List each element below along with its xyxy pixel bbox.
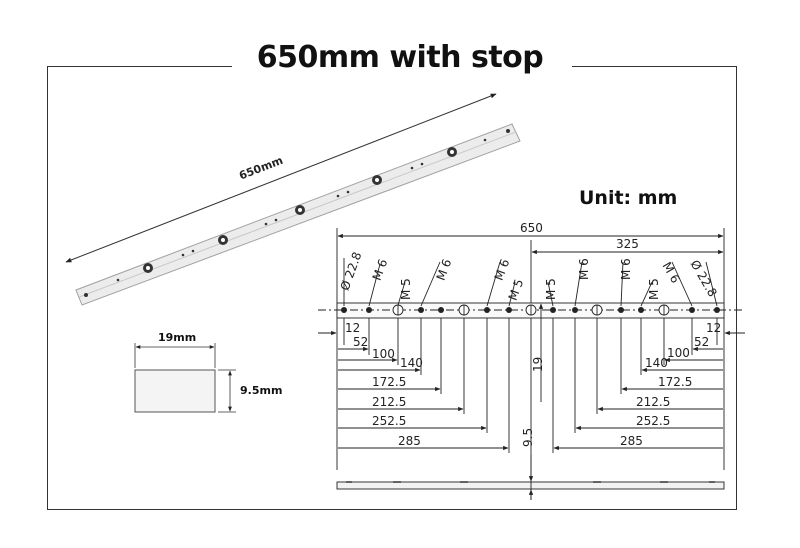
dim-depth: 19 xyxy=(531,357,545,372)
dim-m5-3: M 5 xyxy=(544,278,558,300)
dim-m6-5: M 6 xyxy=(619,258,633,280)
dim-half: 325 xyxy=(616,237,639,251)
dim-52-left: 52 xyxy=(353,335,368,349)
dim-m6-3: M 6 xyxy=(492,257,513,282)
page-title: 650mm with stop xyxy=(256,40,544,75)
dim-m5-1: M 5 xyxy=(399,278,413,300)
top-view-drawing xyxy=(318,228,745,500)
dim-m5-4: M 5 xyxy=(647,278,661,300)
dim-left-2: 172.5 xyxy=(372,375,406,389)
dim-end-left: 12 xyxy=(345,321,360,335)
cross-section xyxy=(134,343,236,413)
rail-photo: 650mm xyxy=(65,93,521,306)
dim-thickness: 9.5 xyxy=(521,428,535,447)
rail-holes xyxy=(84,129,510,297)
dim-52-right: 52 xyxy=(694,335,709,349)
cross-section-width-label: 19mm xyxy=(158,331,197,344)
dim-left-3: 212.5 xyxy=(372,395,406,409)
photo-length-label: 650mm xyxy=(237,154,285,183)
dim-left-5: 285 xyxy=(398,434,421,448)
dim-right-1: 100 xyxy=(667,346,690,360)
dim-m6-2: M 6 xyxy=(434,257,455,282)
dim-m6-6: M 6 xyxy=(660,260,683,286)
dim-end-right: 12 xyxy=(706,321,721,335)
dim-left-4: 252.5 xyxy=(372,414,406,428)
dim-m5-2: M 5 xyxy=(506,277,527,302)
dim-right-4: 252.5 xyxy=(636,414,670,428)
dim-m6-1: M 6 xyxy=(370,257,391,282)
dim-diam-left: Ø 22.8 xyxy=(338,250,365,292)
cross-section-height-label: 9.5mm xyxy=(240,384,283,397)
unit-label: Unit: mm xyxy=(579,187,678,209)
drawing-frame xyxy=(47,66,737,510)
dim-right-0: 140 xyxy=(645,356,668,370)
dim-left-0: 100 xyxy=(372,347,395,361)
dim-right-3: 212.5 xyxy=(636,395,670,409)
frame-top-left-rule xyxy=(47,66,232,67)
dim-m6-4: M 6 xyxy=(577,258,591,280)
dim-right-5: 285 xyxy=(620,434,643,448)
dim-diam-right: Ø 22.8 xyxy=(688,258,720,300)
dim-right-2: 172.5 xyxy=(658,375,692,389)
dim-left-1: 140 xyxy=(400,356,423,370)
dim-overall: 650 xyxy=(520,221,543,235)
frame-top-right-rule xyxy=(572,66,737,67)
